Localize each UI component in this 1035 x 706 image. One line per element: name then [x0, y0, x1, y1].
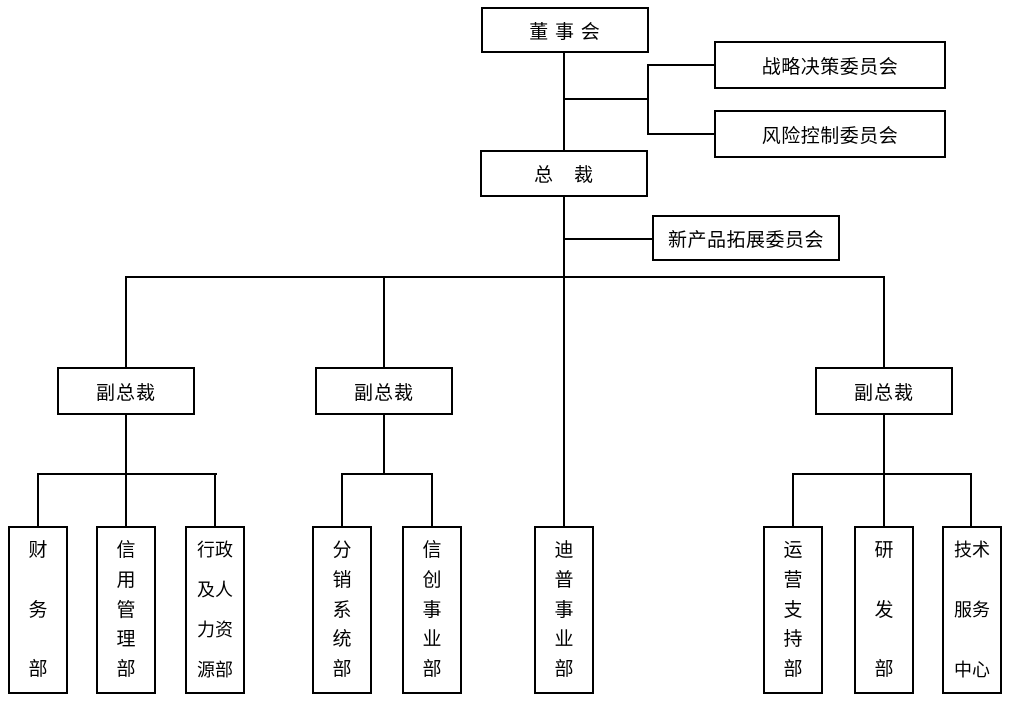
node-vp-3: 副总裁 — [815, 367, 953, 415]
dept-text-line: 部 — [332, 659, 352, 680]
dept-text-line: 研 — [874, 540, 894, 561]
node-new-product-committee-label: 新产品拓展委员会 — [667, 229, 824, 251]
connector-drop-xinchuang — [431, 473, 433, 526]
connector-product-committee-stub — [563, 238, 652, 240]
dept-text-line: 事 — [554, 599, 574, 621]
connector-vp-1-group-line — [37, 473, 217, 475]
connector-vp-3-group-line — [792, 473, 972, 475]
dept-text-line: 统 — [332, 629, 352, 651]
dept-text-line: 行政 — [197, 540, 233, 560]
dept-text-line: 务 — [28, 599, 48, 621]
node-board-label: 董 事 会 — [529, 21, 601, 43]
node-distribution-system-dept: 分销系统部 — [312, 526, 372, 694]
dept-text-line: 技术 — [954, 540, 990, 560]
dept-text-line: 及人 — [197, 580, 233, 600]
dept-text-line: 业 — [422, 629, 442, 651]
node-vp-3-label: 副总裁 — [853, 382, 914, 404]
dept-text-line: 普 — [554, 569, 574, 591]
node-strategic-decision-committee: 战略决策委员会 — [714, 41, 946, 89]
node-risk-control-committee: 风险控制委员会 — [714, 110, 946, 158]
dept-text-line: 用 — [116, 569, 136, 591]
dept-text-line: 事 — [422, 599, 442, 621]
node-rnd-dept: 研发部 — [854, 526, 914, 694]
dept-text-line: 部 — [422, 659, 442, 680]
node-credit-management-dept: 信用管理部 — [96, 526, 156, 694]
connector-committees-bracket — [647, 64, 649, 135]
connector-strategic-committee-stub — [647, 64, 714, 66]
node-admin-hr-dept: 行政及人力资源部 — [185, 526, 245, 694]
dept-text-line: 支 — [783, 599, 803, 621]
node-risk-control-committee-label: 风险控制委员会 — [761, 125, 899, 147]
dept-text-line: 力资 — [197, 620, 233, 640]
dept-text-line: 部 — [28, 659, 48, 680]
connector-drop-vp-1 — [125, 276, 127, 367]
dept-text-line: 销 — [332, 569, 352, 591]
node-vp-2-label: 副总裁 — [353, 382, 414, 404]
connector-drop-tech-service — [970, 473, 972, 526]
dept-text-line: 理 — [116, 629, 136, 651]
dept-text-line: 服务 — [954, 600, 990, 620]
dept-text-line: 部 — [554, 659, 574, 680]
dept-text-line: 分 — [332, 540, 352, 561]
dept-text-line: 系 — [332, 599, 352, 621]
node-vp-1-label: 副总裁 — [95, 382, 156, 404]
connector-drop-vp-3 — [883, 276, 885, 367]
node-president: 总 裁 — [480, 150, 648, 197]
connector-drop-admin-hr — [214, 473, 216, 526]
node-vp-2: 副总裁 — [315, 367, 453, 415]
node-vp-1: 副总裁 — [57, 367, 195, 415]
dept-text-line: 迪 — [554, 540, 574, 561]
connector-president-trunk — [563, 197, 565, 527]
connector-vp-distribution-line — [125, 276, 885, 278]
connector-board-committees-stub — [563, 98, 649, 100]
connector-drop-finance — [37, 473, 39, 526]
node-new-product-committee: 新产品拓展委员会 — [652, 215, 840, 261]
dept-text-line: 创 — [422, 569, 442, 591]
connector-risk-committee-stub — [647, 133, 714, 135]
dept-text-line: 源部 — [197, 660, 233, 680]
dept-text-line: 部 — [874, 659, 894, 680]
dept-text-line: 部 — [783, 659, 803, 680]
dept-text-line: 运 — [783, 540, 803, 561]
node-tech-service-center: 技术服务中心 — [942, 526, 1002, 694]
node-dipu-business-dept: 迪普事业部 — [534, 526, 594, 694]
dept-text-line: 部 — [116, 659, 136, 680]
dept-text-line: 管 — [116, 599, 136, 621]
node-xinchuang-business-dept: 信创事业部 — [402, 526, 462, 694]
connector-vp-2-group-line — [341, 473, 433, 475]
connector-drop-operations — [792, 473, 794, 526]
connector-vp-1-stem — [125, 415, 127, 526]
dept-text-line: 持 — [783, 629, 803, 651]
node-board: 董 事 会 — [481, 7, 649, 53]
dept-text-line: 营 — [783, 569, 803, 591]
node-strategic-decision-committee-label: 战略决策委员会 — [761, 56, 899, 78]
dept-text-line: 信 — [116, 540, 136, 561]
dept-text-line: 业 — [554, 629, 574, 651]
connector-drop-distribution — [341, 473, 343, 526]
dept-text-line: 发 — [874, 599, 894, 621]
node-operations-support-dept: 运营支持部 — [763, 526, 823, 694]
dept-text-line: 财 — [28, 540, 48, 561]
connector-vp-3-stem — [883, 415, 885, 526]
node-president-label: 总 裁 — [533, 165, 594, 186]
connector-board-president — [563, 53, 565, 150]
dept-text-line: 信 — [422, 540, 442, 561]
dept-text-line: 中心 — [954, 660, 990, 680]
connector-drop-vp-2 — [383, 276, 385, 367]
connector-vp-2-stem — [383, 415, 385, 473]
node-finance-dept: 财务部 — [8, 526, 68, 694]
